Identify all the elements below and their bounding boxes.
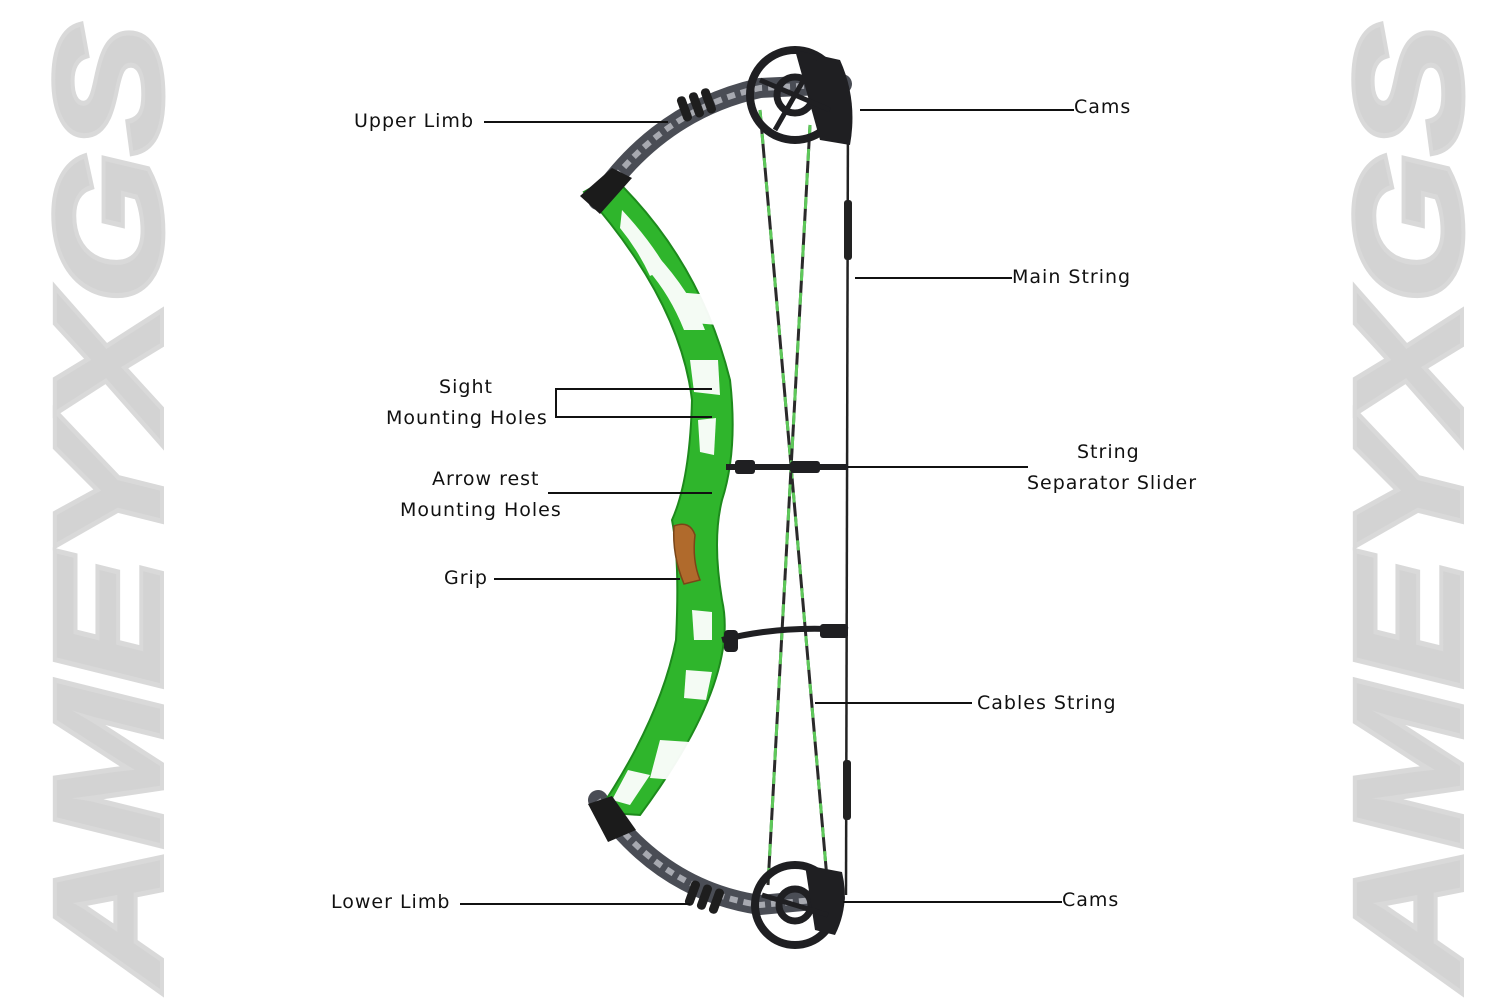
watermark-logo-right: AMEYXGS — [1320, 21, 1496, 994]
leader-sight-lower — [555, 416, 712, 418]
leader-cams-top — [860, 109, 1074, 111]
label-cams-top: Cams — [1074, 96, 1132, 118]
leader-grip — [494, 578, 680, 580]
bracket-sight — [555, 388, 557, 417]
cable-guard — [721, 624, 849, 652]
svg-text:AMEYXGS: AMEYXGS — [24, 25, 192, 990]
label-lower-limb: Lower Limb — [331, 891, 451, 913]
label-arrow-rest-line1: Arrow rest — [432, 468, 540, 490]
label-main-string: Main String — [1012, 266, 1132, 288]
leader-sight-upper — [555, 388, 712, 390]
label-grip: Grip — [444, 567, 488, 589]
svg-text:AMEYXGS: AMEYXGS — [1324, 25, 1492, 990]
watermark-logo-left: AMEYXGS — [20, 21, 196, 994]
leader-lower-limb — [460, 903, 690, 905]
label-separator-line1: String — [1077, 441, 1140, 463]
lower-cam — [751, 861, 845, 949]
leader-upper-limb — [484, 121, 668, 123]
label-cables-string: Cables String — [977, 692, 1117, 714]
label-arrow-rest-line2: Mounting Holes — [400, 499, 562, 521]
grip — [672, 523, 702, 585]
label-sight-line2: Mounting Holes — [386, 407, 548, 429]
leader-cams-bottom — [843, 901, 1062, 903]
leader-cables-string — [815, 702, 972, 704]
leader-separator — [848, 466, 1028, 468]
upper-cam — [746, 46, 853, 145]
label-upper-limb: Upper Limb — [354, 110, 475, 132]
leader-main-string — [855, 277, 1012, 279]
string-separator-slider — [726, 460, 848, 474]
label-separator-line2: Separator Slider — [1027, 472, 1198, 494]
label-cams-bottom: Cams — [1062, 889, 1120, 911]
label-sight-line1: Sight — [439, 376, 493, 398]
riser — [582, 174, 734, 817]
cable-string-b — [766, 124, 812, 886]
leader-arrow-rest — [548, 492, 712, 494]
